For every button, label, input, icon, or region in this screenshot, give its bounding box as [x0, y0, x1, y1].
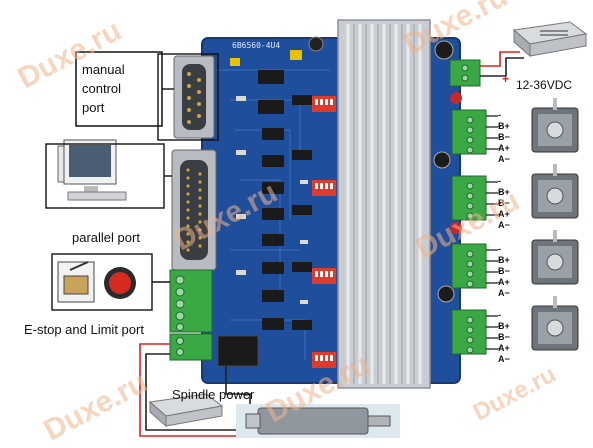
computer-icon — [57, 139, 127, 201]
db25-connector — [171, 149, 217, 271]
pin-label: -A+ — [498, 198, 510, 219]
parallel-port-label: parallel port — [72, 230, 140, 245]
stepper-motor-icon — [531, 98, 579, 153]
pin-label: -B+ — [498, 244, 510, 265]
pin-label: -A+ — [498, 132, 510, 153]
estop-bracket — [51, 253, 170, 311]
pin-label: -B+ — [498, 110, 510, 131]
pin-label: -A− — [498, 143, 510, 164]
pin-label: -B− — [498, 321, 510, 342]
stepper-motor-icon — [531, 230, 579, 285]
pin-label: -B− — [498, 255, 510, 276]
manual-control-line: port — [82, 100, 105, 115]
pin-legend-lines — [486, 115, 498, 350]
pin-label: -A+ — [498, 332, 510, 353]
spindle-wires — [139, 343, 251, 437]
spindle-psu-icon — [148, 393, 224, 428]
limit-switch-icon — [57, 261, 95, 303]
manual-control-label: manual control port — [82, 60, 125, 117]
stepper-motor-icon — [531, 296, 579, 351]
spindle-power-label: Spindle power — [172, 387, 255, 402]
manual-control-bracket — [157, 53, 219, 141]
manual-control-line: manual — [82, 62, 125, 77]
pin-label: -A+ — [498, 266, 510, 287]
pin-label: -B− — [498, 121, 510, 142]
stepper-motor-icon — [531, 164, 579, 219]
pin-label: -B+ — [498, 310, 510, 331]
parallel-port-bracket — [45, 143, 172, 209]
capacitors — [230, 36, 462, 303]
pin-label: -A− — [498, 343, 510, 364]
smd-components — [236, 96, 308, 304]
heatsink — [337, 19, 431, 389]
relay — [217, 335, 259, 367]
power-supply-icon — [512, 21, 588, 58]
estop-button-icon — [104, 267, 136, 299]
power-terminal — [449, 59, 481, 87]
spindle-terminal-block — [169, 333, 213, 361]
limit-terminal-block — [169, 269, 213, 333]
psu-voltage-label: 12-36VDC — [516, 78, 573, 92]
pin-label: -A− — [498, 209, 510, 230]
ic-column — [258, 70, 312, 330]
pin-label: -A− — [498, 277, 510, 298]
estop-limit-label: E-stop and Limit port — [24, 322, 144, 337]
board-silkscreen: 6B6560-4U4 — [232, 41, 281, 50]
motor-terminal-blocks — [451, 109, 487, 355]
power-wires — [480, 51, 524, 77]
pin-label: -B+ — [498, 176, 510, 197]
manual-control-box — [75, 51, 163, 127]
db9-connector — [173, 55, 215, 139]
dip-switches — [312, 96, 336, 368]
spindle-motor-icon — [236, 404, 400, 438]
manual-control-line: control — [82, 81, 122, 96]
pin-label: -B− — [498, 187, 510, 208]
psu-plus-label: + — [502, 72, 510, 86]
